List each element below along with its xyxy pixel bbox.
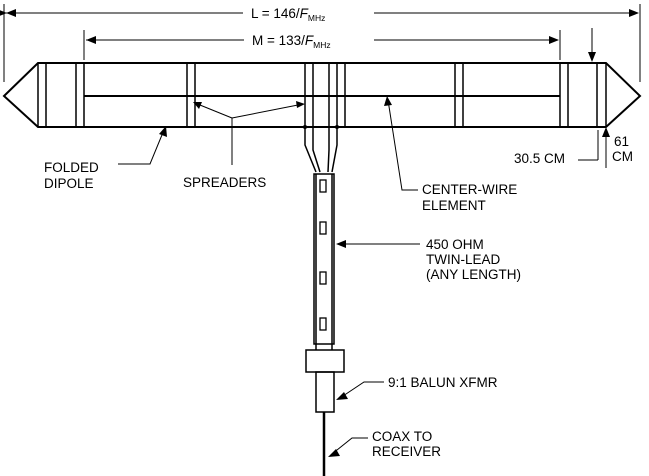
spacing-large-label-1: 61 (614, 134, 629, 149)
svg-text:TWIN-LEAD: TWIN-LEAD (426, 252, 501, 267)
inner-length-label: M = 133/FMHz (252, 33, 331, 50)
spacing-large-label-2: CM (612, 149, 633, 164)
folded-dipole (2, 62, 642, 128)
svg-text:(ANY LENGTH): (ANY LENGTH) (426, 267, 521, 282)
svg-text:CENTER-WIRE: CENTER-WIRE (422, 182, 517, 197)
twin-lead (313, 173, 335, 345)
svg-text:FOLDED: FOLDED (44, 160, 99, 175)
spreader-set (75, 63, 569, 127)
svg-text:COAX TO: COAX TO (372, 429, 432, 444)
svg-text:9:1 BALUN XFMR: 9:1 BALUN XFMR (388, 375, 498, 390)
coax-callout: COAX TO RECEIVER (328, 429, 441, 459)
svg-text:DIPOLE: DIPOLE (44, 176, 94, 191)
svg-text:RECEIVER: RECEIVER (372, 444, 441, 459)
inner-length-dimension: M = 133/FMHz (83, 30, 561, 60)
balun (305, 344, 345, 413)
balun-callout: 9:1 BALUN XFMR (336, 375, 498, 400)
svg-text:450 OHM: 450 OHM (426, 237, 484, 252)
overall-length-dimension: L = 146/FMHz (0, 4, 641, 82)
twin-lead-callout: 450 OHM TWIN-LEAD (ANY LENGTH) (336, 237, 521, 282)
svg-text:SPREADERS: SPREADERS (183, 175, 266, 190)
center-feed (303, 63, 339, 173)
spreaders-callout: SPREADERS (183, 101, 305, 190)
spacing-dimension: 30.5 CM 61 CM (514, 28, 633, 168)
overall-length-label: L = 146/FMHz (251, 6, 325, 23)
svg-text:ELEMENT: ELEMENT (422, 198, 486, 213)
spacing-small-label: 30.5 CM (514, 151, 565, 166)
folded-dipole-callout: FOLDED DIPOLE (44, 126, 167, 191)
center-wire-callout: CENTER-WIRE ELEMENT (384, 96, 517, 213)
